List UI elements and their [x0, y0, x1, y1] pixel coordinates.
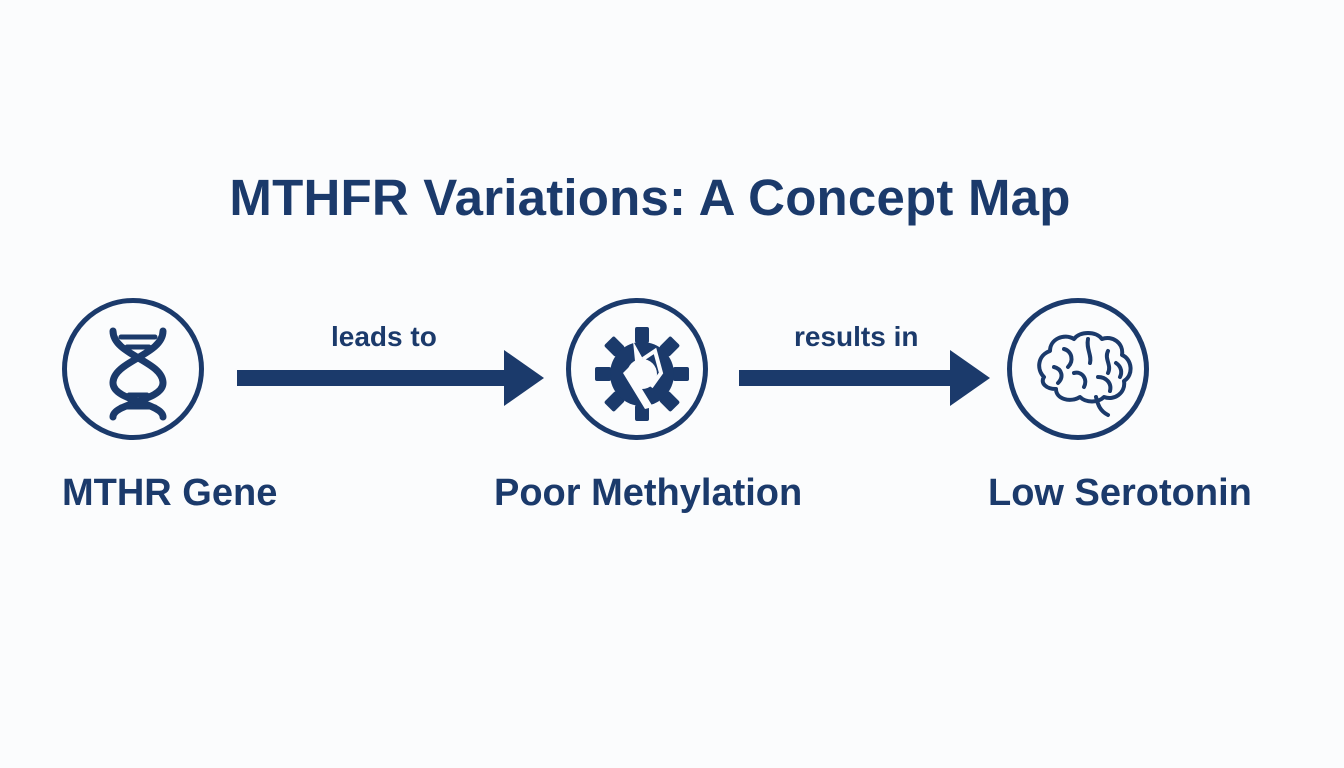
node-label-mthr-gene: MTHR Gene — [62, 472, 278, 514]
node-label-poor-methylation: Poor Methylation — [494, 472, 803, 514]
node-label-low-serotonin: Low Serotonin — [988, 472, 1252, 514]
node-poor-methylation — [566, 298, 708, 440]
broken-gear-icon — [595, 327, 689, 421]
page-title: MTHFR Variations: A Concept Map — [229, 169, 1071, 226]
arrow-right-icon — [237, 350, 544, 406]
edge-label-results-in: results in — [794, 321, 919, 352]
dna-icon — [109, 327, 167, 421]
node-low-serotonin — [1007, 298, 1149, 440]
arrow-right-icon — [739, 350, 990, 406]
brain-icon — [1037, 331, 1133, 417]
edge-label-leads-to: leads to — [331, 321, 437, 352]
node-mthr-gene — [62, 298, 204, 440]
